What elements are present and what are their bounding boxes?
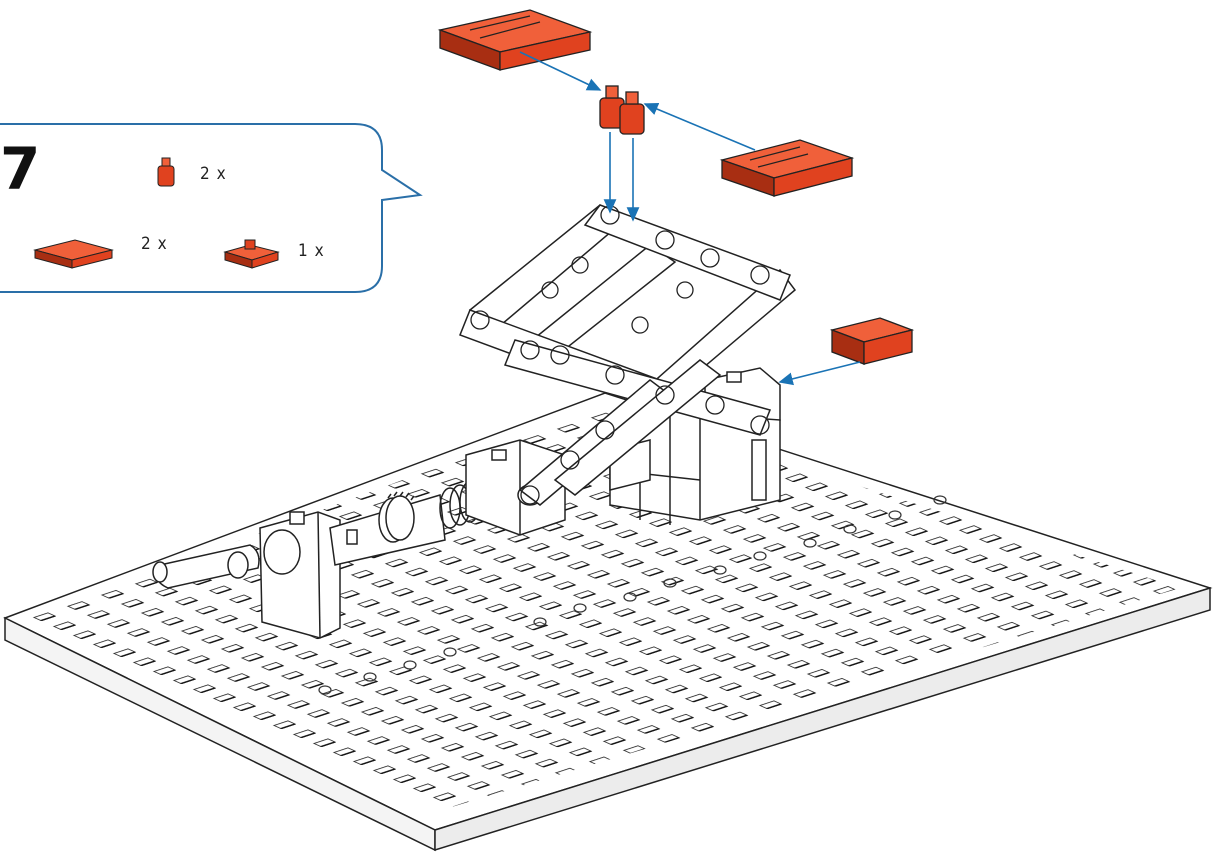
slotted-block-small [832, 318, 912, 364]
peg-connectors [600, 86, 644, 134]
slotted-plate-top-left [440, 10, 590, 70]
parts-list-bubble [0, 124, 420, 292]
slotted-plate-right [722, 140, 852, 196]
parts-list-item-stud-plate-quantity: 1 x [298, 241, 325, 261]
step-number: 7 [0, 140, 40, 198]
parts-list-item-peg-quantity: 2 x [200, 164, 227, 184]
parts-list-item-slotted-plate-quantity: 2 x [141, 234, 168, 254]
